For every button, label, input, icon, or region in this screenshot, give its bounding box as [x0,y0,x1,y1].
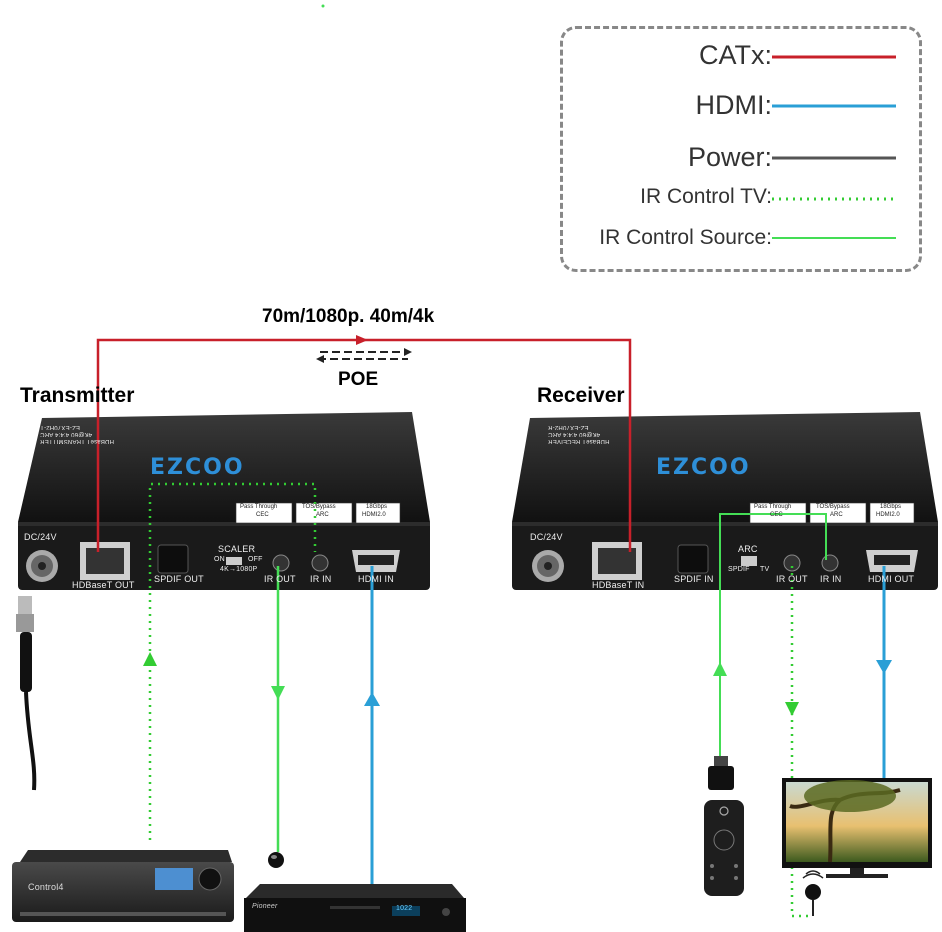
tx-port-ir-in: IR IN [310,574,332,584]
tx-ir-tv-path [148,482,317,840]
player-brand: Pioneer [252,903,278,910]
rx-port-dc: DC/24V [530,532,563,542]
distance-label: 70m/1080p. 40m/4k [262,306,435,327]
rx-port-ir-out: IR OUT [776,574,808,584]
transmitter-unit: EZCOO [18,412,430,590]
receiver-title: Receiver [537,384,625,407]
legend-label-hdmi: HDMI: [695,90,773,120]
tx-scaler-off: OFF [248,556,263,563]
rx-tag-speed: 18Gbps [880,504,902,510]
rx-model-line-3: HDBaseT RECEIVER [548,438,610,444]
tx-port-hdbaset: HDBaseT OUT [72,580,135,590]
legend-label-power: Power: [687,142,772,172]
legend-label-ir-tv: IR Control TV: [640,185,772,208]
legend-label-catx: CATx: [699,40,772,70]
rx-ir-source-path [719,513,827,760]
legend-label-ir-source: IR Control Source: [599,226,772,249]
rx-model-line-1: EZ-EX70H2-R [548,424,589,430]
rx-port-arc: ARC [738,544,758,554]
remote-control [704,800,744,896]
stray-dot [321,4,325,8]
tx-scaler-mode: 4K→1080P [220,566,258,573]
player-display: 1022 [396,905,413,912]
av-receiver-device [12,850,234,922]
ir-emitter [268,852,284,868]
receiver-logo: EZCOO [656,455,751,480]
tx-port-spdif: SPDIF OUT [154,574,204,584]
tx-tag-tos: TOS/Bypass [302,504,336,510]
tx-tag-arc: ARC [316,512,329,518]
television [782,778,932,878]
legend-box [560,26,922,272]
tx-model-line-2: 4K@60 4:4:4 ARC [40,431,93,437]
tx-model-line-1: EZ-EX70H2-T [40,424,80,430]
transmitter-title: Transmitter [20,384,135,407]
tx-tag-hdmi: HDMI2.0 [362,512,386,518]
tx-scaler-on: ON [214,556,225,563]
av-receiver-brand: Control4 [28,882,64,892]
tx-port-scaler: SCALER [218,544,256,554]
rx-tag-pass: Pass Through [754,504,792,510]
tx-tag-pass: Pass Through [240,504,278,510]
receiver-unit: EZCOO [512,412,938,590]
rx-tag-arc: ARC [830,512,843,518]
rx-tag-hdmi: HDMI2.0 [876,512,900,518]
ir-receiver-dongle [708,756,734,790]
poe-arrows [318,351,410,360]
tv-ir-emitter [802,870,824,916]
tx-tag-cec: CEC [256,512,269,518]
rx-arc-spdif: SPDIF [728,566,750,573]
rx-port-spdif: SPDIF IN [674,574,714,584]
tx-port-ir-out: IR OUT [264,574,296,584]
poe-label: POE [338,369,379,390]
rx-port-hdbaset: HDBaseT IN [592,580,645,590]
tx-port-dc: DC/24V [24,532,57,542]
power-plug [16,596,37,791]
rx-port-hdmi: HDMI OUT [868,574,915,584]
dvd-player-device [244,884,466,932]
tx-tag-speed: 18Gbps [366,504,388,510]
transmitter-logo: EZCOO [150,455,245,480]
tx-port-hdmi: HDMI IN [358,574,394,584]
rx-tag-tos: TOS/Bypass [816,504,850,510]
rx-port-ir-in: IR IN [820,574,842,584]
rx-arc-tv: TV [760,566,770,573]
rx-tag-cec: CEC [770,512,783,518]
rx-model-line-2: 4K@60 4:4:4 ARC [548,431,601,437]
tx-model-line-3: HDBaseT TRANSMITTER [40,438,114,444]
